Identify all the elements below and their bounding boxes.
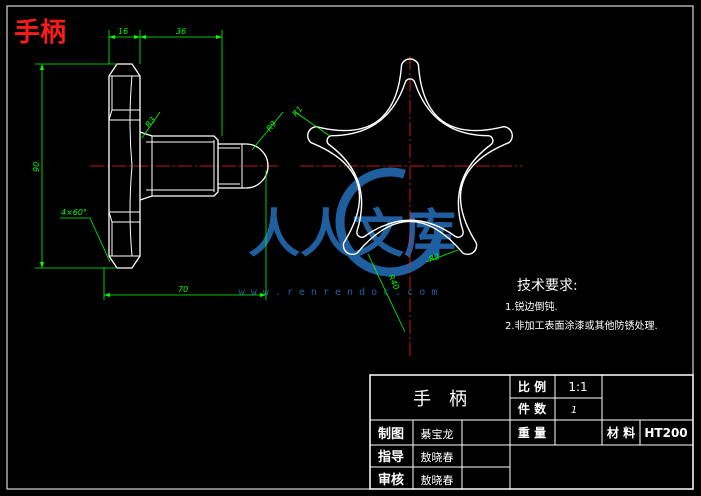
r2-leader [425, 249, 459, 263]
shaft-outline [139, 131, 219, 201]
title-block [369, 374, 694, 490]
tb-qty-label: 件 数 [518, 401, 547, 416]
r1-leader [294, 111, 331, 137]
tb-drawn-name: 綦宝龙 [421, 427, 454, 441]
tb-material-label: 材 料 [606, 425, 635, 440]
dim-label-70: 70 [178, 285, 188, 294]
page-title: 手柄 [14, 18, 66, 48]
arrow [260, 293, 266, 297]
drawing-border [6, 5, 694, 490]
tb-guide-name: 敖晓春 [421, 451, 454, 464]
arrow [40, 64, 44, 70]
requirement-item-2: 2.非加工表面涂漆或其他防锈处理. [505, 319, 658, 332]
pin-detail [218, 144, 243, 188]
tb-review-label: 审核 [378, 472, 404, 488]
arrow [216, 35, 222, 39]
tb-scale-label: 比 例 [518, 379, 546, 394]
chamfer-leader [60, 217, 111, 263]
arrow [140, 35, 146, 39]
dim-label-r2: R2 [428, 252, 441, 264]
dimension-arrows [40, 35, 266, 297]
tb-scale-value: 1:1 [568, 380, 587, 394]
title-block-frame [369, 374, 694, 490]
tb-guide-label: 指导 [378, 449, 404, 465]
r40-leader [367, 253, 406, 333]
tb-weight-label: 重 量 [518, 425, 546, 440]
dim-label-chamfer: 4×60° [61, 208, 87, 217]
technical-requirements: 技术要求: 1.锐边倒钝. 2.非加工表面涂漆或其他防锈处理. [505, 278, 658, 332]
star-inner-outline [326, 78, 494, 238]
watermark-url: w w w . r e n r e n d o c . c o m [239, 287, 438, 298]
arrow [104, 293, 110, 297]
watermark: 人人文库 w w w . r e n r e n d o c . c o m [239, 167, 456, 298]
tb-material-value: HT200 [644, 426, 687, 440]
tb-drawn-label: 制图 [378, 426, 404, 442]
watermark-ring [335, 167, 445, 277]
star-outer-outline [307, 58, 513, 256]
watermark-text: 人人文库 [248, 205, 456, 265]
side-view [108, 63, 269, 269]
arrow [40, 262, 44, 268]
r9-leader [251, 111, 284, 151]
r3-leader [141, 111, 161, 139]
dimensions [35, 30, 459, 333]
title-block-text: 手 柄 比 例 1:1 件 数 1 重 量 材 料 HT200 制图 綦宝龙 指… [378, 379, 688, 488]
dim-label-r1: R1 [291, 104, 305, 118]
shaft-shoulder [146, 136, 215, 196]
dim-label-36: 36 [176, 27, 186, 36]
pin-outline [218, 143, 269, 189]
requirements-heading: 技术要求: [517, 278, 578, 294]
front-view [307, 58, 513, 256]
tb-part-name: 手 柄 [413, 389, 467, 410]
arrow [109, 35, 115, 39]
centerlines [90, 56, 522, 356]
dim-label-r3: R3 [144, 115, 158, 129]
dim-label-r9: R9 [265, 119, 279, 133]
head-facet-lines [108, 75, 140, 257]
tb-qty-value: 1 [571, 405, 577, 416]
dim-label-16: 16 [118, 27, 128, 36]
tb-review-name: 敖晓春 [421, 474, 454, 487]
requirement-item-1: 1.锐边倒钝. [505, 300, 558, 313]
arrow [134, 35, 140, 39]
dim-label-90: 90 [32, 162, 41, 172]
